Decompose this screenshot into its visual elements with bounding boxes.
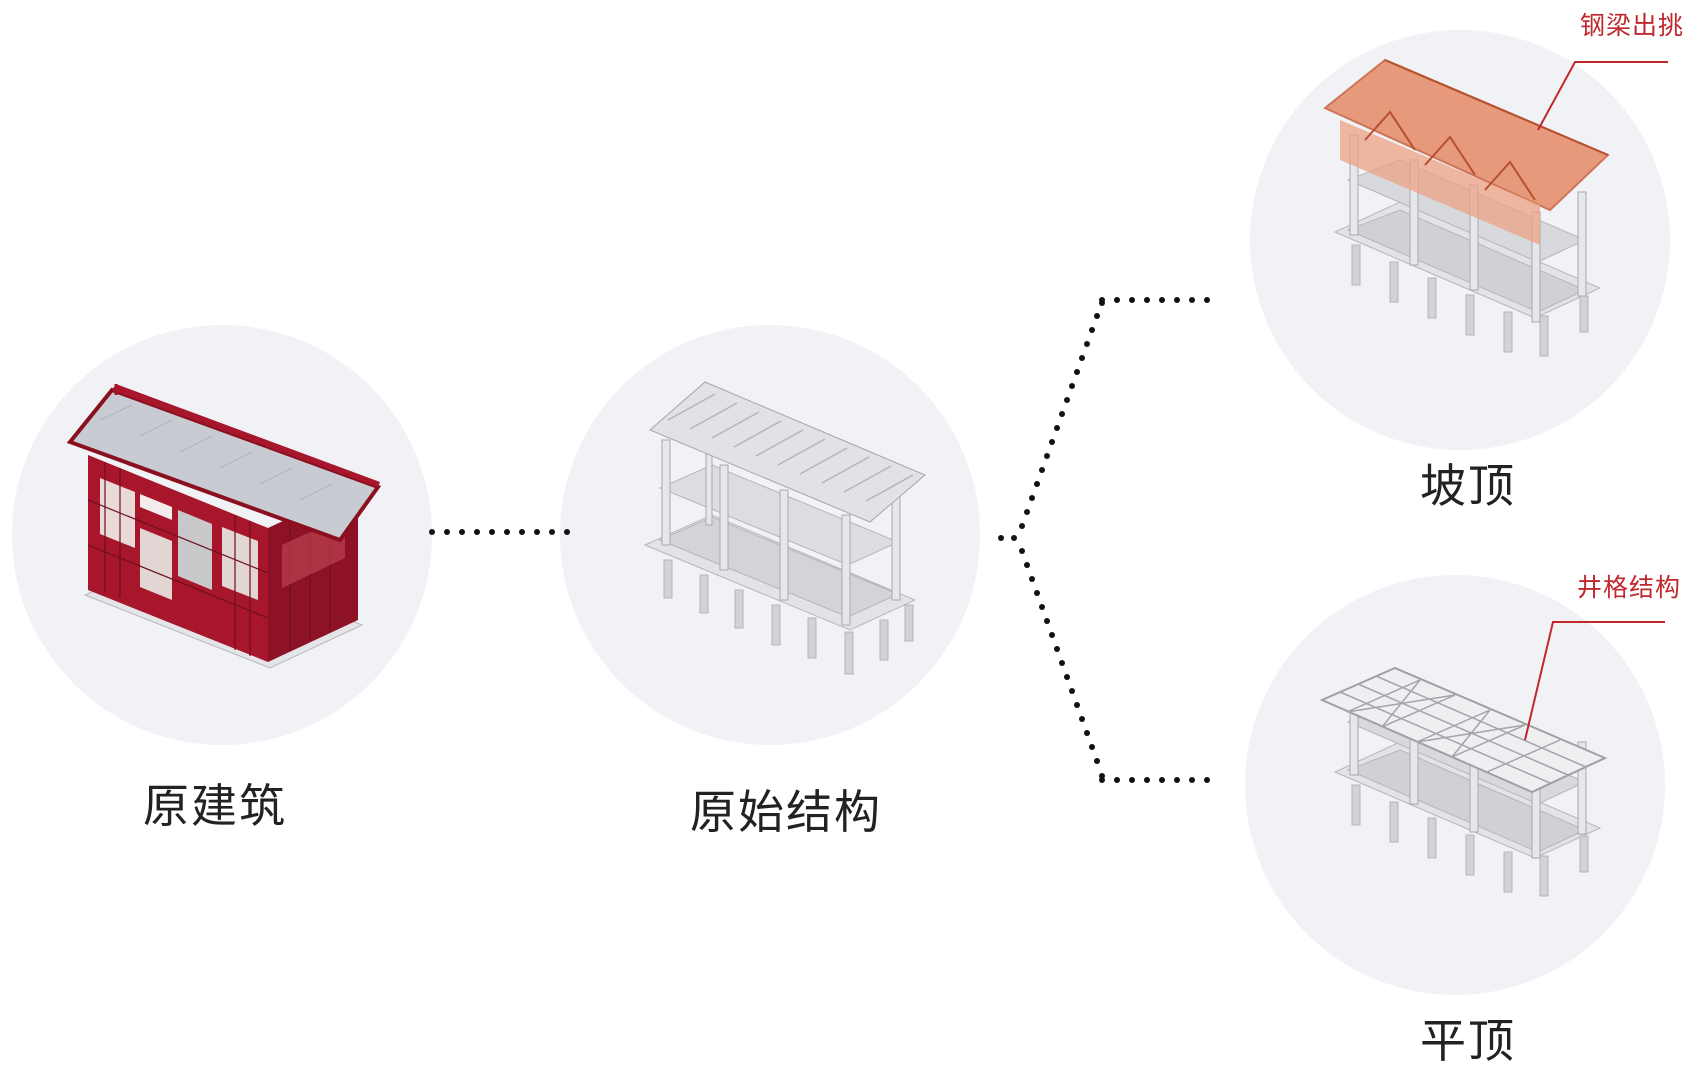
label-pitched-roof: 坡顶	[1420, 459, 1516, 513]
annotation-grid-structure: 井格结构	[1577, 573, 1682, 602]
connector-building-to-structure	[429, 529, 570, 535]
label-flat-roof: 平顶	[1420, 1014, 1516, 1066]
circle-original-structure	[560, 325, 980, 745]
original-structure-illustration	[643, 381, 926, 675]
label-original-building: 原建筑	[143, 779, 287, 833]
label-original-structure: 原始结构	[690, 785, 882, 839]
original-building-illustration	[66, 384, 382, 669]
pitched-roof-illustration	[1323, 58, 1610, 357]
annotation-leader-steel-beam	[1537, 61, 1668, 131]
annotation-steel-beam-cantilever: 钢梁出挑	[1580, 11, 1685, 40]
connector-branch	[998, 297, 1210, 783]
annotation-leader-grid	[1524, 621, 1665, 741]
flat-roof-illustration	[1319, 666, 1608, 897]
